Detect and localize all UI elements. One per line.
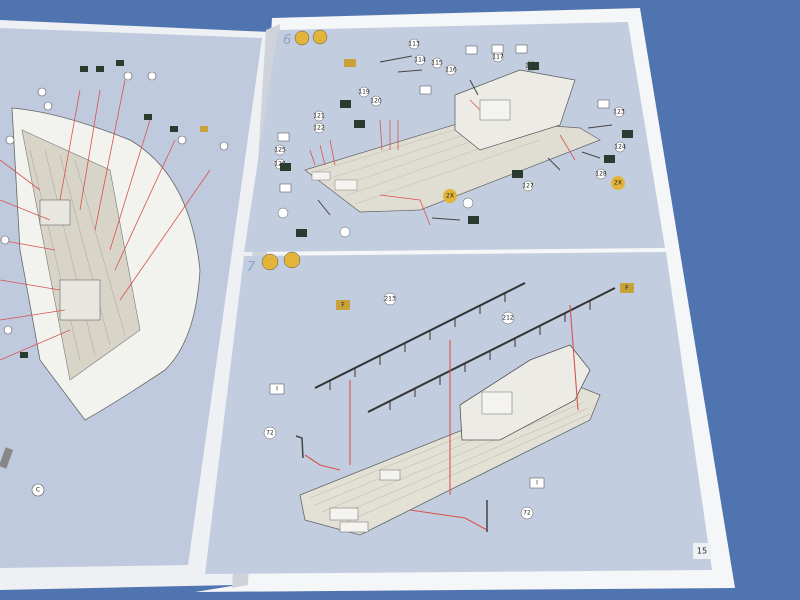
step-6-leader-lines	[309, 99, 576, 226]
paint-brush-icon	[283, 251, 301, 269]
step-7-panel-bg	[205, 252, 712, 574]
callout-label: 212	[502, 315, 514, 322]
step-7-hatch-2	[339, 521, 369, 533]
callout-label: 121	[313, 113, 325, 120]
callout-label: 124	[614, 144, 626, 151]
flag-label: F	[341, 302, 345, 309]
flag	[336, 300, 350, 310]
callout-label: 213	[384, 296, 396, 303]
step-6-flags	[277, 44, 633, 237]
callout-label: 113	[408, 41, 420, 48]
flag	[269, 383, 285, 395]
left-callouts	[0, 71, 229, 335]
callout-label: 123	[613, 109, 625, 116]
step-7-superstructure	[459, 344, 591, 441]
step-7-callout-labels: 72 72 212 213	[266, 296, 531, 517]
callout-label: 72	[266, 430, 274, 437]
step-7-panel: 7	[205, 251, 712, 574]
left-superstructure	[59, 279, 101, 321]
step-7-stanchions	[295, 435, 488, 532]
step-6-superstructure	[454, 69, 576, 151]
callout-label: 117	[492, 54, 504, 61]
step-6-callouts	[274, 38, 626, 238]
callout-label: 115	[431, 60, 443, 67]
callout-label: 114	[414, 57, 426, 64]
paint-brush-icon	[312, 29, 328, 45]
page-number: 15	[697, 547, 707, 556]
flag-label: I	[276, 386, 278, 393]
glue-icon	[261, 253, 279, 271]
left-page-letter: C	[36, 487, 40, 494]
step-6-number: 6	[283, 33, 291, 48]
step-7-hatch-1	[329, 507, 359, 521]
flag	[620, 283, 634, 293]
step-6-deck-planks	[314, 124, 541, 205]
step-7-leader-lines	[304, 304, 579, 531]
step-6-tool-icons	[294, 29, 328, 46]
step-7-callouts	[263, 292, 534, 520]
callout-label: 122	[313, 125, 325, 132]
left-flags	[20, 60, 208, 358]
step-7-flags: F F I I	[269, 283, 634, 489]
railing-upper	[314, 282, 526, 389]
step-7-hatch-3	[379, 469, 401, 481]
step-6-bridge	[479, 99, 511, 121]
step-6-hatch-2	[311, 171, 331, 181]
page-number-box	[693, 543, 711, 559]
glue-icon	[294, 30, 310, 46]
callout-label: 119	[358, 89, 370, 96]
step-6-panel: 6	[244, 22, 665, 252]
step-6-hatch-1	[334, 179, 358, 191]
step-6-parts	[317, 55, 613, 221]
flag-label: I	[536, 480, 538, 487]
quantity-badge	[611, 176, 625, 190]
left-deck	[21, 129, 141, 381]
step-7-tool-icons	[261, 251, 301, 271]
step-6-badges: 2X 2X	[443, 176, 625, 203]
step-7-number: 7	[247, 260, 256, 275]
railing-lower	[367, 287, 616, 413]
part-72-left	[295, 435, 304, 459]
step-7-bridge	[481, 391, 513, 415]
callout-label: 120	[370, 98, 382, 105]
left-deckhouse	[39, 199, 71, 226]
left-panel: C	[0, 28, 262, 568]
callout-label: 116	[445, 67, 457, 74]
step-7-railings	[314, 282, 616, 413]
left-bottom-part: C	[0, 447, 45, 497]
callout-label: 128	[595, 171, 607, 178]
callout-label: 127	[522, 183, 534, 190]
flag-label: F	[625, 285, 629, 292]
quantity-badge-label: 2X	[446, 193, 454, 200]
callout-label: 72	[523, 510, 531, 517]
left-leader-lines	[0, 79, 211, 361]
quantity-badge	[443, 189, 457, 203]
flag	[529, 477, 545, 489]
callout-label: 125	[274, 147, 286, 154]
step-7-railing-posts	[329, 293, 591, 410]
quantity-badge-label: 2X	[614, 180, 622, 187]
left-deck-planks	[29, 149, 126, 361]
